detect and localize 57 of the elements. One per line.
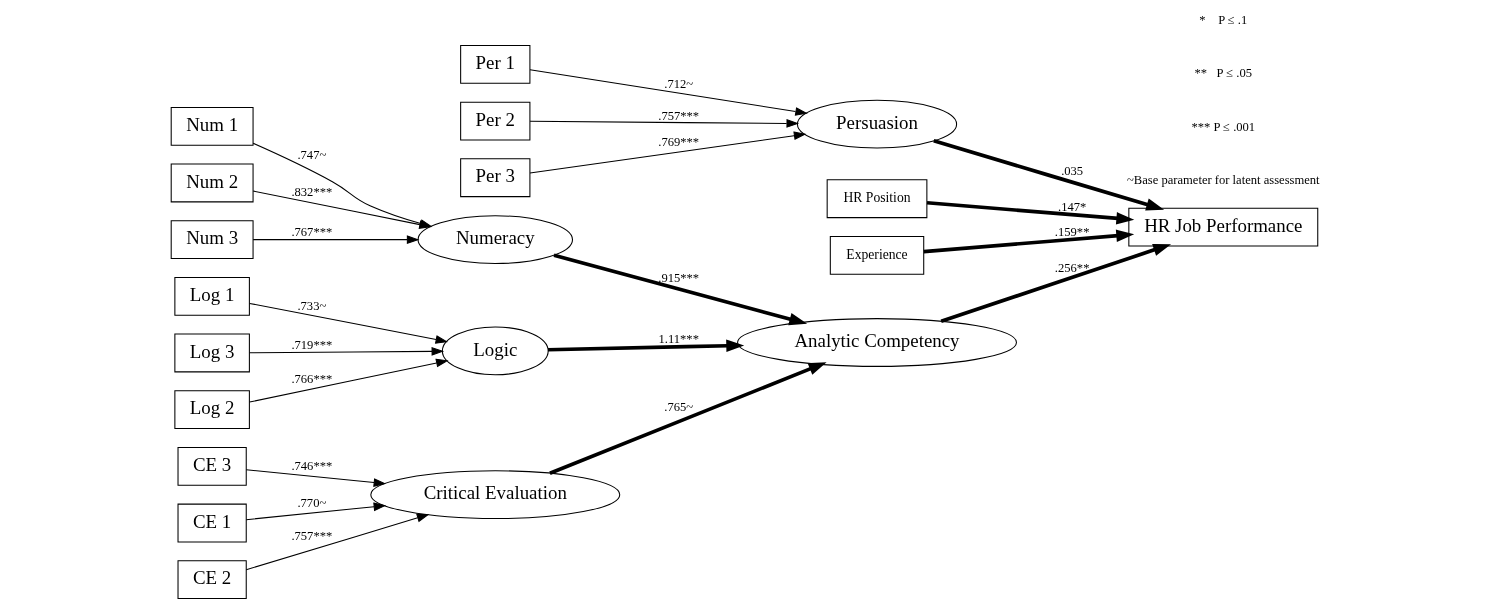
arrow [529, 119, 799, 128]
node-box: Num 2 [170, 163, 254, 203]
arrow [940, 243, 1171, 324]
arrow [926, 200, 1134, 225]
arrow [248, 346, 444, 356]
arrow [252, 235, 419, 245]
node-box: Per 3 [459, 158, 530, 198]
edge-label: .159** [1054, 225, 1089, 240]
node-ellipse: Logic [441, 326, 549, 376]
edge-label: 1.11*** [658, 332, 699, 347]
edge-label: .733~ [296, 298, 326, 313]
arrow [923, 229, 1134, 254]
arrow [548, 362, 827, 475]
edge-label: .766*** [290, 372, 332, 387]
edge-label: .719*** [290, 338, 332, 353]
edge-label: .747~ [296, 148, 326, 163]
edge-label: .770~ [296, 495, 326, 510]
arrow [553, 253, 807, 326]
edge-label: .915*** [657, 271, 699, 286]
node-box: Log 2 [173, 390, 250, 430]
edge-label: .147* [1057, 199, 1086, 214]
edge-label: .757*** [290, 529, 332, 544]
edge-label: .767*** [290, 225, 332, 240]
node-box: Num 3 [170, 220, 254, 260]
edge-label: .765~ [663, 400, 693, 415]
arrow [245, 502, 386, 521]
arrow [245, 469, 386, 487]
node-box: CE 2 [177, 560, 247, 600]
edge-label: .757*** [657, 108, 699, 123]
node-box: HR Position [826, 179, 927, 219]
arrow [529, 69, 808, 116]
edge-label: .035 [1060, 164, 1083, 179]
label: *** P ≤ .001 [1190, 119, 1255, 134]
edge-label: .256** [1054, 260, 1089, 275]
arrow [932, 139, 1164, 211]
arrow [547, 339, 744, 353]
arrow [245, 513, 429, 571]
node-box: HR Job Performance [1127, 207, 1318, 247]
arrow [248, 302, 448, 344]
edge-label: .712~ [663, 77, 693, 92]
arrow [529, 131, 806, 174]
node-box: Experience [829, 235, 924, 275]
node-box: CE 3 [177, 446, 247, 486]
node-box: Log 3 [173, 333, 250, 373]
node-box: Per 1 [459, 44, 530, 84]
node-box: Log 1 [173, 276, 250, 316]
node-ellipse: Analytic Competency [736, 318, 1017, 367]
arrow [248, 358, 449, 403]
edge-label: .746*** [290, 459, 332, 474]
label: * P ≤ .1 [1198, 12, 1247, 27]
node-box: Per 2 [459, 101, 530, 141]
node-box: Num 1 [170, 106, 254, 146]
label: ** P ≤ .05 [1194, 66, 1252, 81]
label: ~Base parameter for latent assessment [1126, 173, 1320, 188]
edge-label: .832*** [290, 185, 332, 200]
node-box: CE 1 [177, 503, 247, 543]
edge-label: .769*** [657, 134, 699, 149]
